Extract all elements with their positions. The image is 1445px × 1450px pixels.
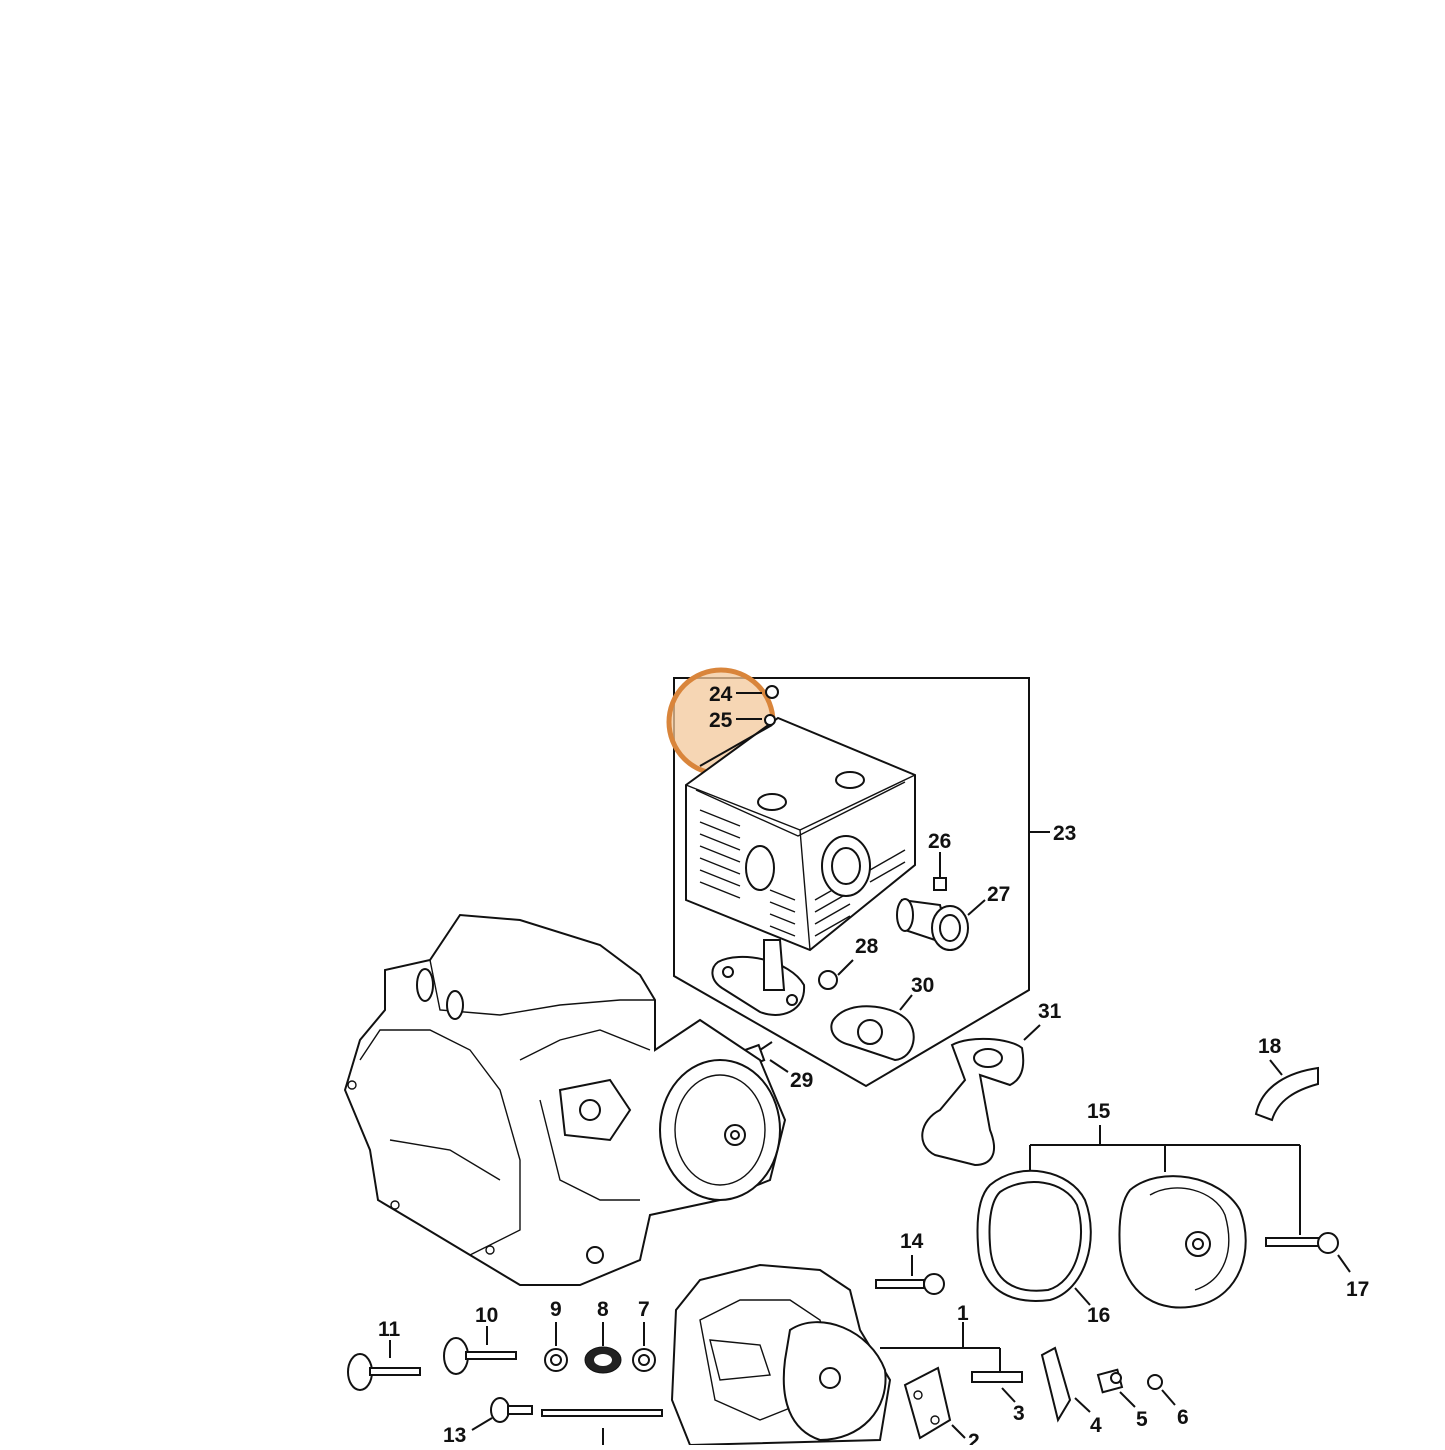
- label-16: 16: [1087, 1304, 1110, 1327]
- label-8: 8: [597, 1298, 609, 1321]
- bracket-15: [1029, 1125, 1301, 1235]
- label-17: 17: [1346, 1278, 1369, 1301]
- label-18: 18: [1258, 1035, 1282, 1058]
- elbow-31: [921, 1024, 1041, 1167]
- label-25: 25: [709, 709, 733, 732]
- label-31: 31: [1038, 1000, 1062, 1023]
- bolt-26: [933, 852, 947, 891]
- pin-13: [471, 1397, 533, 1431]
- plate-2: [903, 1366, 966, 1440]
- label-1: 1: [957, 1302, 969, 1325]
- label-27: 27: [987, 883, 1010, 906]
- label-30: 30: [911, 974, 934, 997]
- label-24: 24: [709, 683, 733, 706]
- cylinder-head: [670, 1263, 892, 1447]
- label-29: 29: [790, 1069, 813, 1092]
- screw-24: [736, 685, 779, 699]
- muffler: [685, 716, 916, 1016]
- pipe-27: [896, 898, 986, 951]
- label-2: 2: [968, 1430, 980, 1445]
- gasket-30: [830, 994, 915, 1062]
- label-7: 7: [638, 1298, 650, 1321]
- muffler-kit-outline: [673, 677, 1030, 1088]
- label-3: 3: [1013, 1402, 1025, 1425]
- bracket-1: [880, 1322, 1001, 1372]
- head-cover: [1118, 1175, 1247, 1309]
- valve-11: [347, 1340, 421, 1391]
- hose-18: [1254, 1059, 1319, 1122]
- seal-9: [544, 1322, 568, 1372]
- label-26: 26: [928, 830, 951, 853]
- label-5: 5: [1136, 1408, 1148, 1431]
- spring-8: [584, 1322, 622, 1374]
- washer-25: [699, 714, 776, 767]
- label-11: 11: [378, 1318, 401, 1341]
- retainer-7: [632, 1322, 656, 1372]
- label-9: 9: [550, 1298, 562, 1321]
- label-4: 4: [1090, 1414, 1102, 1437]
- nut-5: [1096, 1368, 1136, 1408]
- nut-28: [818, 959, 854, 990]
- nut-6: [1147, 1374, 1176, 1406]
- gasket-16: [976, 1169, 1092, 1306]
- rocker-4: [1040, 1346, 1091, 1423]
- stud-3: [971, 1371, 1023, 1403]
- bolt-14: [875, 1255, 945, 1295]
- valve-10: [443, 1326, 517, 1375]
- label-14: 14: [900, 1230, 924, 1253]
- bolt-17: [1265, 1232, 1351, 1273]
- label-6: 6: [1177, 1406, 1189, 1429]
- label-10: 10: [475, 1304, 498, 1327]
- label-13: 13: [443, 1424, 466, 1445]
- label-28: 28: [855, 935, 879, 958]
- callout-labels: 24 25 23 26 27 28 30 29 31 18 15 17 16 1…: [378, 683, 1369, 1450]
- push-rod: [541, 1409, 663, 1445]
- label-23: 23: [1053, 822, 1076, 845]
- label-15: 15: [1087, 1100, 1111, 1123]
- engine-block: [343, 913, 787, 1286]
